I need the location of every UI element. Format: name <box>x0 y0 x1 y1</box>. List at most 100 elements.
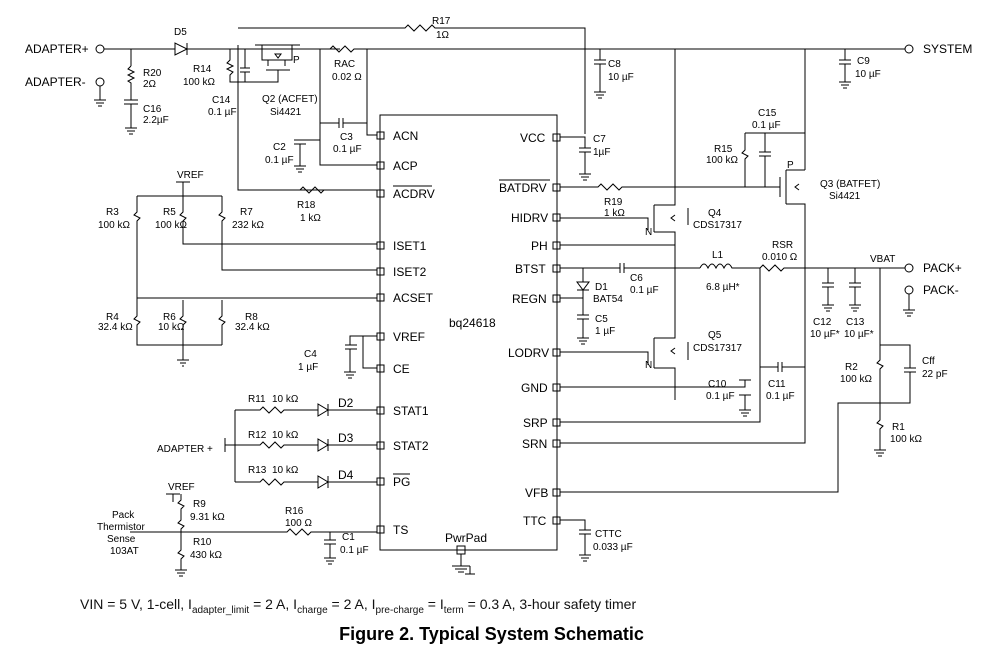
pin-pg: PG <box>393 475 410 489</box>
svg-text:RAC: RAC <box>334 59 355 70</box>
pin-acdrv: ACDRV <box>393 187 435 201</box>
svg-text:22 pF: 22 pF <box>922 369 948 380</box>
svg-text:R7: R7 <box>240 207 253 218</box>
svg-text:N: N <box>645 227 652 238</box>
svg-text:R2: R2 <box>845 362 858 373</box>
ic-name: bq24618 <box>449 316 496 330</box>
svg-text:10 µF: 10 µF <box>608 72 634 83</box>
svg-text:C4: C4 <box>304 349 317 360</box>
figure-title: Figure 2. Typical System Schematic <box>339 624 644 644</box>
adapter-plus-2: ADAPTER + <box>157 444 213 455</box>
svg-text:C10: C10 <box>708 379 727 390</box>
adapter-minus-label: ADAPTER- <box>25 75 86 89</box>
d5-label: D5 <box>174 27 187 38</box>
svg-text:100 kΩ: 100 kΩ <box>840 374 872 385</box>
svg-text:0.1 µF: 0.1 µF <box>752 120 781 131</box>
svg-text:0.1 µF: 0.1 µF <box>630 285 659 296</box>
svg-text:VREF: VREF <box>168 482 195 493</box>
svg-text:103AT: 103AT <box>110 546 139 557</box>
pin-lodrv: LODRV <box>508 346 549 360</box>
svg-text:D3: D3 <box>338 431 354 445</box>
svg-text:C15: C15 <box>758 108 777 119</box>
pin-regn: REGN <box>512 292 547 306</box>
svg-text:VREF: VREF <box>177 170 204 181</box>
svg-text:Q2 (ACFET): Q2 (ACFET) <box>262 94 318 105</box>
svg-text:1 kΩ: 1 kΩ <box>604 208 625 219</box>
pin-srn: SRN <box>522 437 547 451</box>
svg-text:Pack: Pack <box>112 510 135 521</box>
svg-text:C7: C7 <box>593 134 606 145</box>
pin-iset1: ISET1 <box>393 239 427 253</box>
conditions-caption: VIN = 5 V, 1-cell, Iadapter_limit = 2 A,… <box>80 596 637 616</box>
pin-acset: ACSET <box>393 291 434 305</box>
svg-text:9.31 kΩ: 9.31 kΩ <box>190 512 225 523</box>
svg-text:10 kΩ: 10 kΩ <box>272 465 299 476</box>
svg-text:C1: C1 <box>342 532 355 543</box>
svg-text:R13: R13 <box>248 465 267 476</box>
pin-hidrv: HIDRV <box>511 211 548 225</box>
svg-text:C3: C3 <box>340 132 353 143</box>
svg-text:Si4421: Si4421 <box>270 107 302 118</box>
ic-left-pins: ACN ACP ACDRV ISET1 ISET2 ACSET VREF CE … <box>376 129 435 537</box>
pin-srp: SRP <box>523 416 548 430</box>
system-label: SYSTEM <box>923 42 972 56</box>
svg-text:R10: R10 <box>193 537 212 548</box>
svg-text:C13: C13 <box>846 317 865 328</box>
svg-text:C12: C12 <box>813 317 832 328</box>
svg-text:C5: C5 <box>595 314 608 325</box>
svg-text:10 kΩ: 10 kΩ <box>158 322 185 333</box>
svg-text:0.1 µF: 0.1 µF <box>265 155 294 166</box>
svg-text:Q5: Q5 <box>708 330 722 341</box>
svg-text:0.1 µF: 0.1 µF <box>333 144 362 155</box>
svg-text:100 kΩ: 100 kΩ <box>98 220 130 231</box>
adapter-plus-label: ADAPTER+ <box>25 42 89 56</box>
schematic-diagram: bq24618 PwrPad ACN ACP ACDRV ISET1 ISET2… <box>25 16 972 577</box>
pin-iset2: ISET2 <box>393 265 427 279</box>
pin-stat2: STAT2 <box>393 439 429 453</box>
svg-text:BAT54: BAT54 <box>593 294 623 305</box>
pin-btst: BTST <box>515 262 546 276</box>
svg-text:Si4421: Si4421 <box>829 191 861 202</box>
svg-text:100 kΩ: 100 kΩ <box>890 434 922 445</box>
svg-text:R6: R6 <box>163 312 176 323</box>
pin-vcc: VCC <box>520 131 546 145</box>
svg-text:0.010 Ω: 0.010 Ω <box>762 252 798 263</box>
svg-text:D4: D4 <box>338 468 354 482</box>
pin-ce: CE <box>393 362 410 376</box>
thermistor-network: VREF R9 9.31 kΩ R10 430 kΩ R16 100 Ω C1 … <box>97 482 377 577</box>
svg-text:C6: C6 <box>630 273 643 284</box>
pin-ph: PH <box>531 239 548 253</box>
pin-batdrv: BATDRV <box>499 181 547 195</box>
svg-text:1µF: 1µF <box>593 147 610 158</box>
svg-text:RSR: RSR <box>772 240 793 251</box>
svg-text:10 µF*: 10 µF* <box>810 329 840 340</box>
svg-text:R4: R4 <box>106 312 119 323</box>
pack-plus-label: PACK+ <box>923 261 962 275</box>
svg-text:32.4 kΩ: 32.4 kΩ <box>235 322 270 333</box>
pin-ts: TS <box>393 523 408 537</box>
svg-text:C14: C14 <box>212 95 231 106</box>
svg-text:2.2µF: 2.2µF <box>143 115 169 126</box>
svg-text:100 kΩ: 100 kΩ <box>155 220 187 231</box>
svg-text:R16: R16 <box>285 506 304 517</box>
svg-text:0.1 µF: 0.1 µF <box>340 545 369 556</box>
svg-text:R3: R3 <box>106 207 119 218</box>
svg-text:2Ω: 2Ω <box>143 79 157 90</box>
svg-text:R8: R8 <box>245 312 258 323</box>
svg-text:C11: C11 <box>768 379 786 390</box>
svg-text:100 kΩ: 100 kΩ <box>183 77 215 88</box>
pin-acp: ACP <box>393 159 418 173</box>
svg-text:CTTC: CTTC <box>595 529 622 540</box>
svg-text:R19: R19 <box>604 197 623 208</box>
pwrpad-label: PwrPad <box>445 531 487 545</box>
svg-text:0.1 µF: 0.1 µF <box>706 391 735 402</box>
svg-text:C2: C2 <box>273 142 286 153</box>
pin-ttc: TTC <box>523 514 547 528</box>
power-stage: C15 0.1 µF R15 100 kΩ P Q3 (BATFET) Si44… <box>560 49 962 562</box>
svg-text:P: P <box>293 55 300 66</box>
svg-text:C9: C9 <box>857 56 870 67</box>
svg-text:R5: R5 <box>163 207 176 218</box>
svg-text:Q3 (BATFET): Q3 (BATFET) <box>820 179 880 190</box>
svg-text:Q4: Q4 <box>708 208 722 219</box>
pin-acn: ACN <box>393 129 418 143</box>
